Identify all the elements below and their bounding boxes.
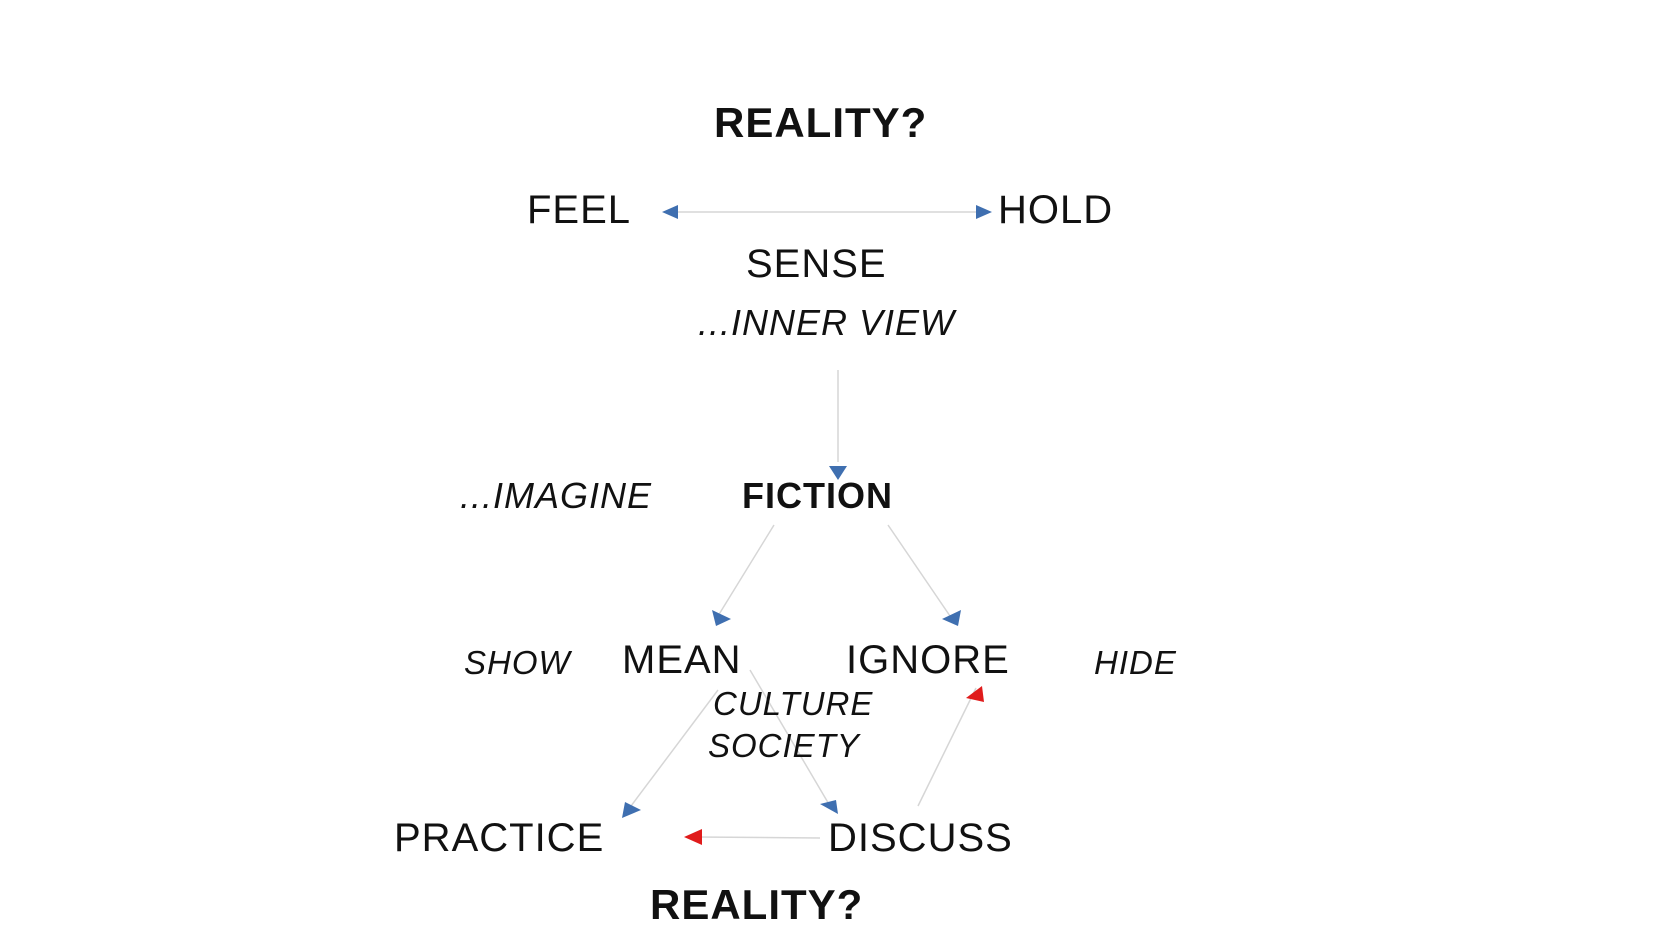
fiction-label: FICTION (742, 475, 893, 516)
arrowhead-ignore (942, 610, 961, 626)
show-label: SHOW (464, 644, 571, 681)
imagine-label: ...IMAGINE (460, 475, 653, 516)
arrowhead-hold (976, 205, 992, 219)
feel-label: FEEL (527, 188, 632, 232)
arrowhead-feel (662, 205, 678, 219)
arrowhead-discuss (820, 800, 838, 814)
connector-discuss-ignore (917, 687, 977, 807)
arrowhead-fiction (829, 466, 847, 480)
inner-view-label: ...INNER VIEW (698, 302, 956, 343)
connector-fiction-mean (717, 524, 775, 617)
hide-label: HIDE (1094, 644, 1177, 681)
practice-label: PRACTICE (394, 816, 605, 860)
arrowhead-practice (622, 802, 641, 818)
reality-bottom-label: REALITY? (650, 881, 864, 928)
reality-top-label: REALITY? (714, 99, 928, 146)
connector-mean-practice (627, 689, 719, 811)
ignore-label: IGNORE (846, 638, 1010, 682)
sense-label: SENSE (746, 242, 887, 286)
connector-discuss-practice (695, 836, 821, 839)
arrowhead-ignore-red (966, 686, 984, 702)
mean-label: MEAN (622, 638, 742, 682)
discuss-label: DISCUSS (828, 816, 1013, 860)
connector-mean-discuss (749, 669, 831, 807)
society-label: SOCIETY (708, 727, 860, 764)
arrowhead-mean (712, 610, 731, 626)
arrowhead-practice-red (684, 829, 702, 845)
hold-label: HOLD (998, 188, 1114, 232)
culture-label: CULTURE (713, 685, 874, 722)
connector-fiction-ignore (887, 524, 951, 617)
